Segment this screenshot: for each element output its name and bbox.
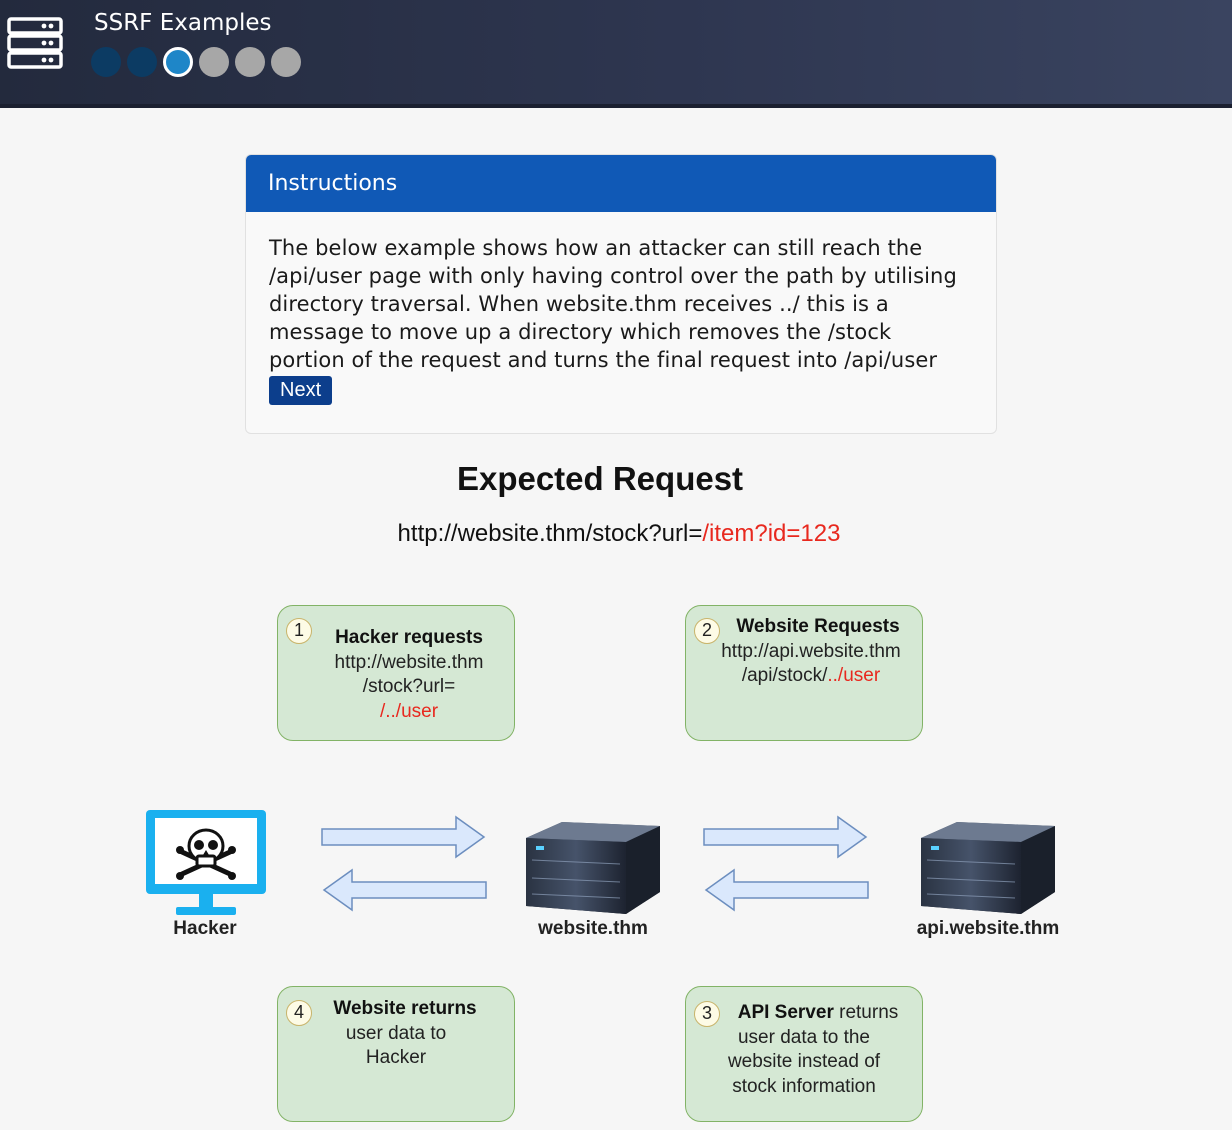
arrow-hacker-to-website bbox=[321, 815, 486, 859]
step-3-line-3: stock information bbox=[732, 1075, 876, 1097]
website-server-icon bbox=[526, 822, 660, 914]
step-2-badge: 2 bbox=[694, 618, 720, 644]
skull-crossbones-icon bbox=[176, 828, 236, 880]
api-label: api.website.thm bbox=[916, 918, 1060, 939]
step-1-red: /../user bbox=[379, 700, 439, 722]
step-3-rest: returns bbox=[839, 1002, 899, 1023]
progress-dot-6[interactable] bbox=[271, 47, 301, 77]
step-3-title: API Server bbox=[737, 1002, 834, 1023]
step-2-line-1: http://api.website.thm bbox=[721, 640, 901, 662]
step-1-line-1: http://website.thm bbox=[334, 651, 484, 673]
arrow-api-to-website bbox=[704, 868, 869, 912]
step-3-line-1: user data to the bbox=[737, 1026, 871, 1048]
next-button[interactable]: Next bbox=[269, 376, 333, 405]
instructions-text: The below example shows how an attacker … bbox=[269, 236, 957, 372]
step-4-title: Website returns bbox=[333, 998, 477, 1019]
progress-dots bbox=[91, 47, 301, 77]
instructions-body-wrap: The below example shows how an attacker … bbox=[246, 212, 996, 405]
website-label: website.thm bbox=[538, 918, 648, 939]
step-4-line-1: user data to bbox=[345, 1022, 447, 1044]
instructions-heading: Instructions bbox=[246, 155, 996, 212]
step-4-badge: 4 bbox=[286, 1000, 312, 1026]
arrow-website-to-hacker bbox=[322, 868, 487, 912]
step-2-title: Website Requests bbox=[736, 616, 900, 637]
hacker-label: Hacker bbox=[173, 918, 237, 939]
step-4-box: 4 Website returns user data to Hacker bbox=[277, 986, 515, 1122]
api-server-icon bbox=[921, 822, 1055, 914]
instructions-card: Instructions The below example shows how… bbox=[245, 154, 997, 434]
ssrf-diagram: Expected Request http://website.thm/stoc… bbox=[0, 440, 1232, 1130]
step-3-badge: 3 bbox=[694, 1001, 720, 1027]
top-bar: SSRF Examples bbox=[0, 0, 1232, 108]
progress-dot-4[interactable] bbox=[199, 47, 229, 77]
step-1-title: Hacker requests bbox=[335, 627, 483, 648]
progress-dot-1[interactable] bbox=[91, 47, 121, 77]
step-2-red: ../user bbox=[827, 665, 881, 686]
arrow-website-to-api bbox=[703, 815, 868, 859]
step-2-box: 2 Website Requests http://api.website.th… bbox=[685, 605, 923, 741]
step-1-box: 1 Hacker requests http://website.thm /st… bbox=[277, 605, 515, 741]
progress-dot-5[interactable] bbox=[235, 47, 265, 77]
progress-dot-2[interactable] bbox=[127, 47, 157, 77]
step-4-line-2: Hacker bbox=[365, 1047, 427, 1068]
expected-url: http://website.thm/stock?url=/item?id=12… bbox=[0, 520, 1232, 548]
progress-dot-3[interactable] bbox=[163, 47, 193, 77]
step-2-line-2: /api/stock/ bbox=[741, 665, 828, 686]
step-3-box: 3 API Server returns user data to the we… bbox=[685, 986, 923, 1122]
step-3-line-2: website instead of bbox=[727, 1051, 881, 1072]
server-stack-icon bbox=[7, 17, 63, 69]
page-title: SSRF Examples bbox=[94, 10, 272, 36]
expected-url-param: /item?id=123 bbox=[702, 520, 841, 547]
diagram-title: Expected Request bbox=[456, 460, 744, 497]
hacker-monitor-icon bbox=[146, 810, 266, 915]
expected-url-base: http://website.thm/stock?url= bbox=[397, 520, 703, 547]
step-1-line-2: /stock?url= bbox=[362, 676, 456, 697]
step-1-badge: 1 bbox=[286, 618, 312, 644]
